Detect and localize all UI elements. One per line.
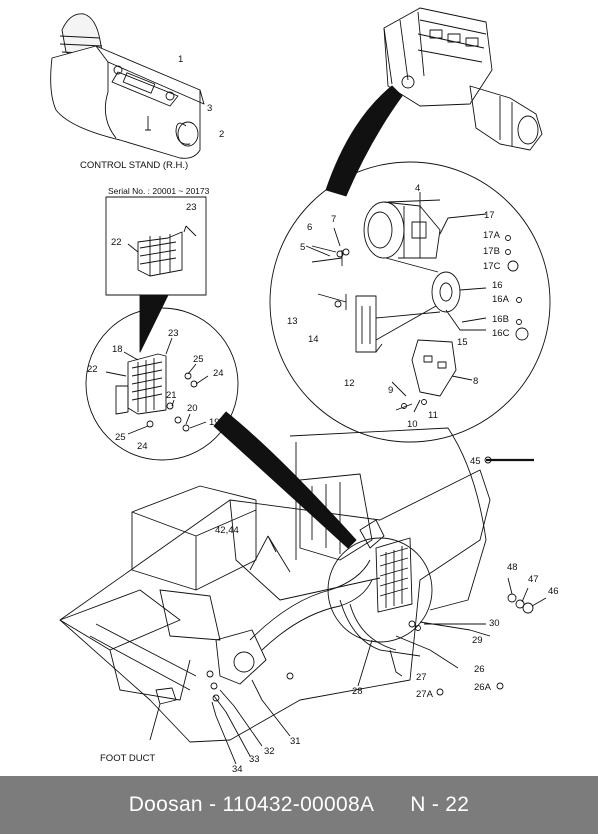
callout-5: 5 (300, 242, 305, 253)
callout-16b: 16B (492, 314, 509, 325)
callout-25-a: 25 (193, 354, 204, 365)
parts-diagram: CONTROL STAND (R.H.) Serial No. : 20001 … (50, 7, 559, 775)
callout-32: 32 (264, 746, 275, 757)
callout-17b: 17B (483, 246, 500, 257)
exploded-view-drawing: CONTROL STAND (R.H.) Serial No. : 20001 … (50, 7, 559, 775)
condenser-detail-circle (85, 307, 239, 461)
callout-16c: 16C (492, 328, 510, 339)
callout-19: 19 (209, 417, 220, 428)
callout-17a: 17A (483, 230, 501, 241)
callout-27: 27 (416, 672, 427, 683)
callout-7: 7 (331, 214, 336, 225)
engine-drawing (383, 7, 543, 151)
callout-48: 48 (507, 562, 518, 573)
callout-14: 14 (308, 334, 319, 345)
callout-33: 33 (249, 754, 260, 765)
callout-26a: 26A (474, 682, 492, 693)
callout-24-b: 24 (137, 441, 148, 452)
callout-4: 4 (415, 183, 420, 194)
serial-callout-22: 22 (111, 237, 122, 248)
machine-frame-drawing (59, 427, 547, 765)
callout-25-b: 25 (115, 432, 126, 443)
callout-13: 13 (287, 316, 298, 327)
callout-16a: 16A (492, 294, 510, 305)
callout-18: 18 (112, 344, 123, 355)
part-number: Doosan - 110432-00008A (128, 793, 375, 816)
callout-24-a: 24 (213, 368, 224, 379)
serial-number-caption: Serial No. : 20001 ~ 20173 (108, 186, 210, 196)
callout-46: 46 (548, 586, 559, 597)
callout-11: 11 (428, 410, 438, 421)
callout-wedge-small (139, 294, 169, 353)
serial-callout-23: 23 (186, 202, 197, 213)
callout-47: 47 (528, 574, 539, 585)
serial-number-box (105, 196, 207, 296)
control-stand-drawing (50, 13, 205, 159)
callout-34: 34 (232, 764, 243, 775)
callout-17: 17 (484, 210, 495, 221)
callout-3: 3 (207, 103, 212, 114)
callout-9: 9 (388, 385, 393, 396)
page-number: N - 22 (410, 793, 470, 816)
callout-wedge (325, 85, 403, 197)
callout-6: 6 (307, 222, 312, 233)
callout-16: 16 (492, 280, 503, 291)
callout-26: 26 (474, 664, 485, 675)
control-stand-caption: CONTROL STAND (R.H.) (80, 160, 188, 171)
callout-1: 1 (178, 54, 183, 65)
callout-27a: 27A (416, 689, 434, 700)
callout-31: 31 (290, 736, 301, 747)
callout-labels: CONTROL STAND (R.H.) Serial No. : 20001 … (80, 54, 559, 775)
callout-23: 23 (168, 328, 179, 339)
callout-42-44: 42,44 (215, 525, 239, 536)
callout-45: 45 (470, 456, 481, 467)
footer-bar: Doosan - 110432-00008A N - 22 (0, 776, 598, 834)
callout-20: 20 (187, 403, 198, 414)
callout-8: 8 (473, 376, 478, 387)
callout-2: 2 (219, 129, 224, 140)
callout-wedge-lower (213, 411, 357, 549)
callout-29: 29 (472, 635, 483, 646)
callout-28: 28 (352, 686, 363, 697)
callout-22: 22 (87, 364, 98, 375)
callout-17c: 17C (483, 261, 501, 272)
compressor-detail-circle (269, 161, 551, 443)
callout-15: 15 (457, 337, 468, 348)
callout-21: 21 (166, 390, 177, 401)
callout-12: 12 (344, 378, 355, 389)
foot-duct-caption: FOOT DUCT (100, 753, 155, 764)
callout-10: 10 (407, 419, 418, 430)
callout-30: 30 (489, 618, 500, 629)
